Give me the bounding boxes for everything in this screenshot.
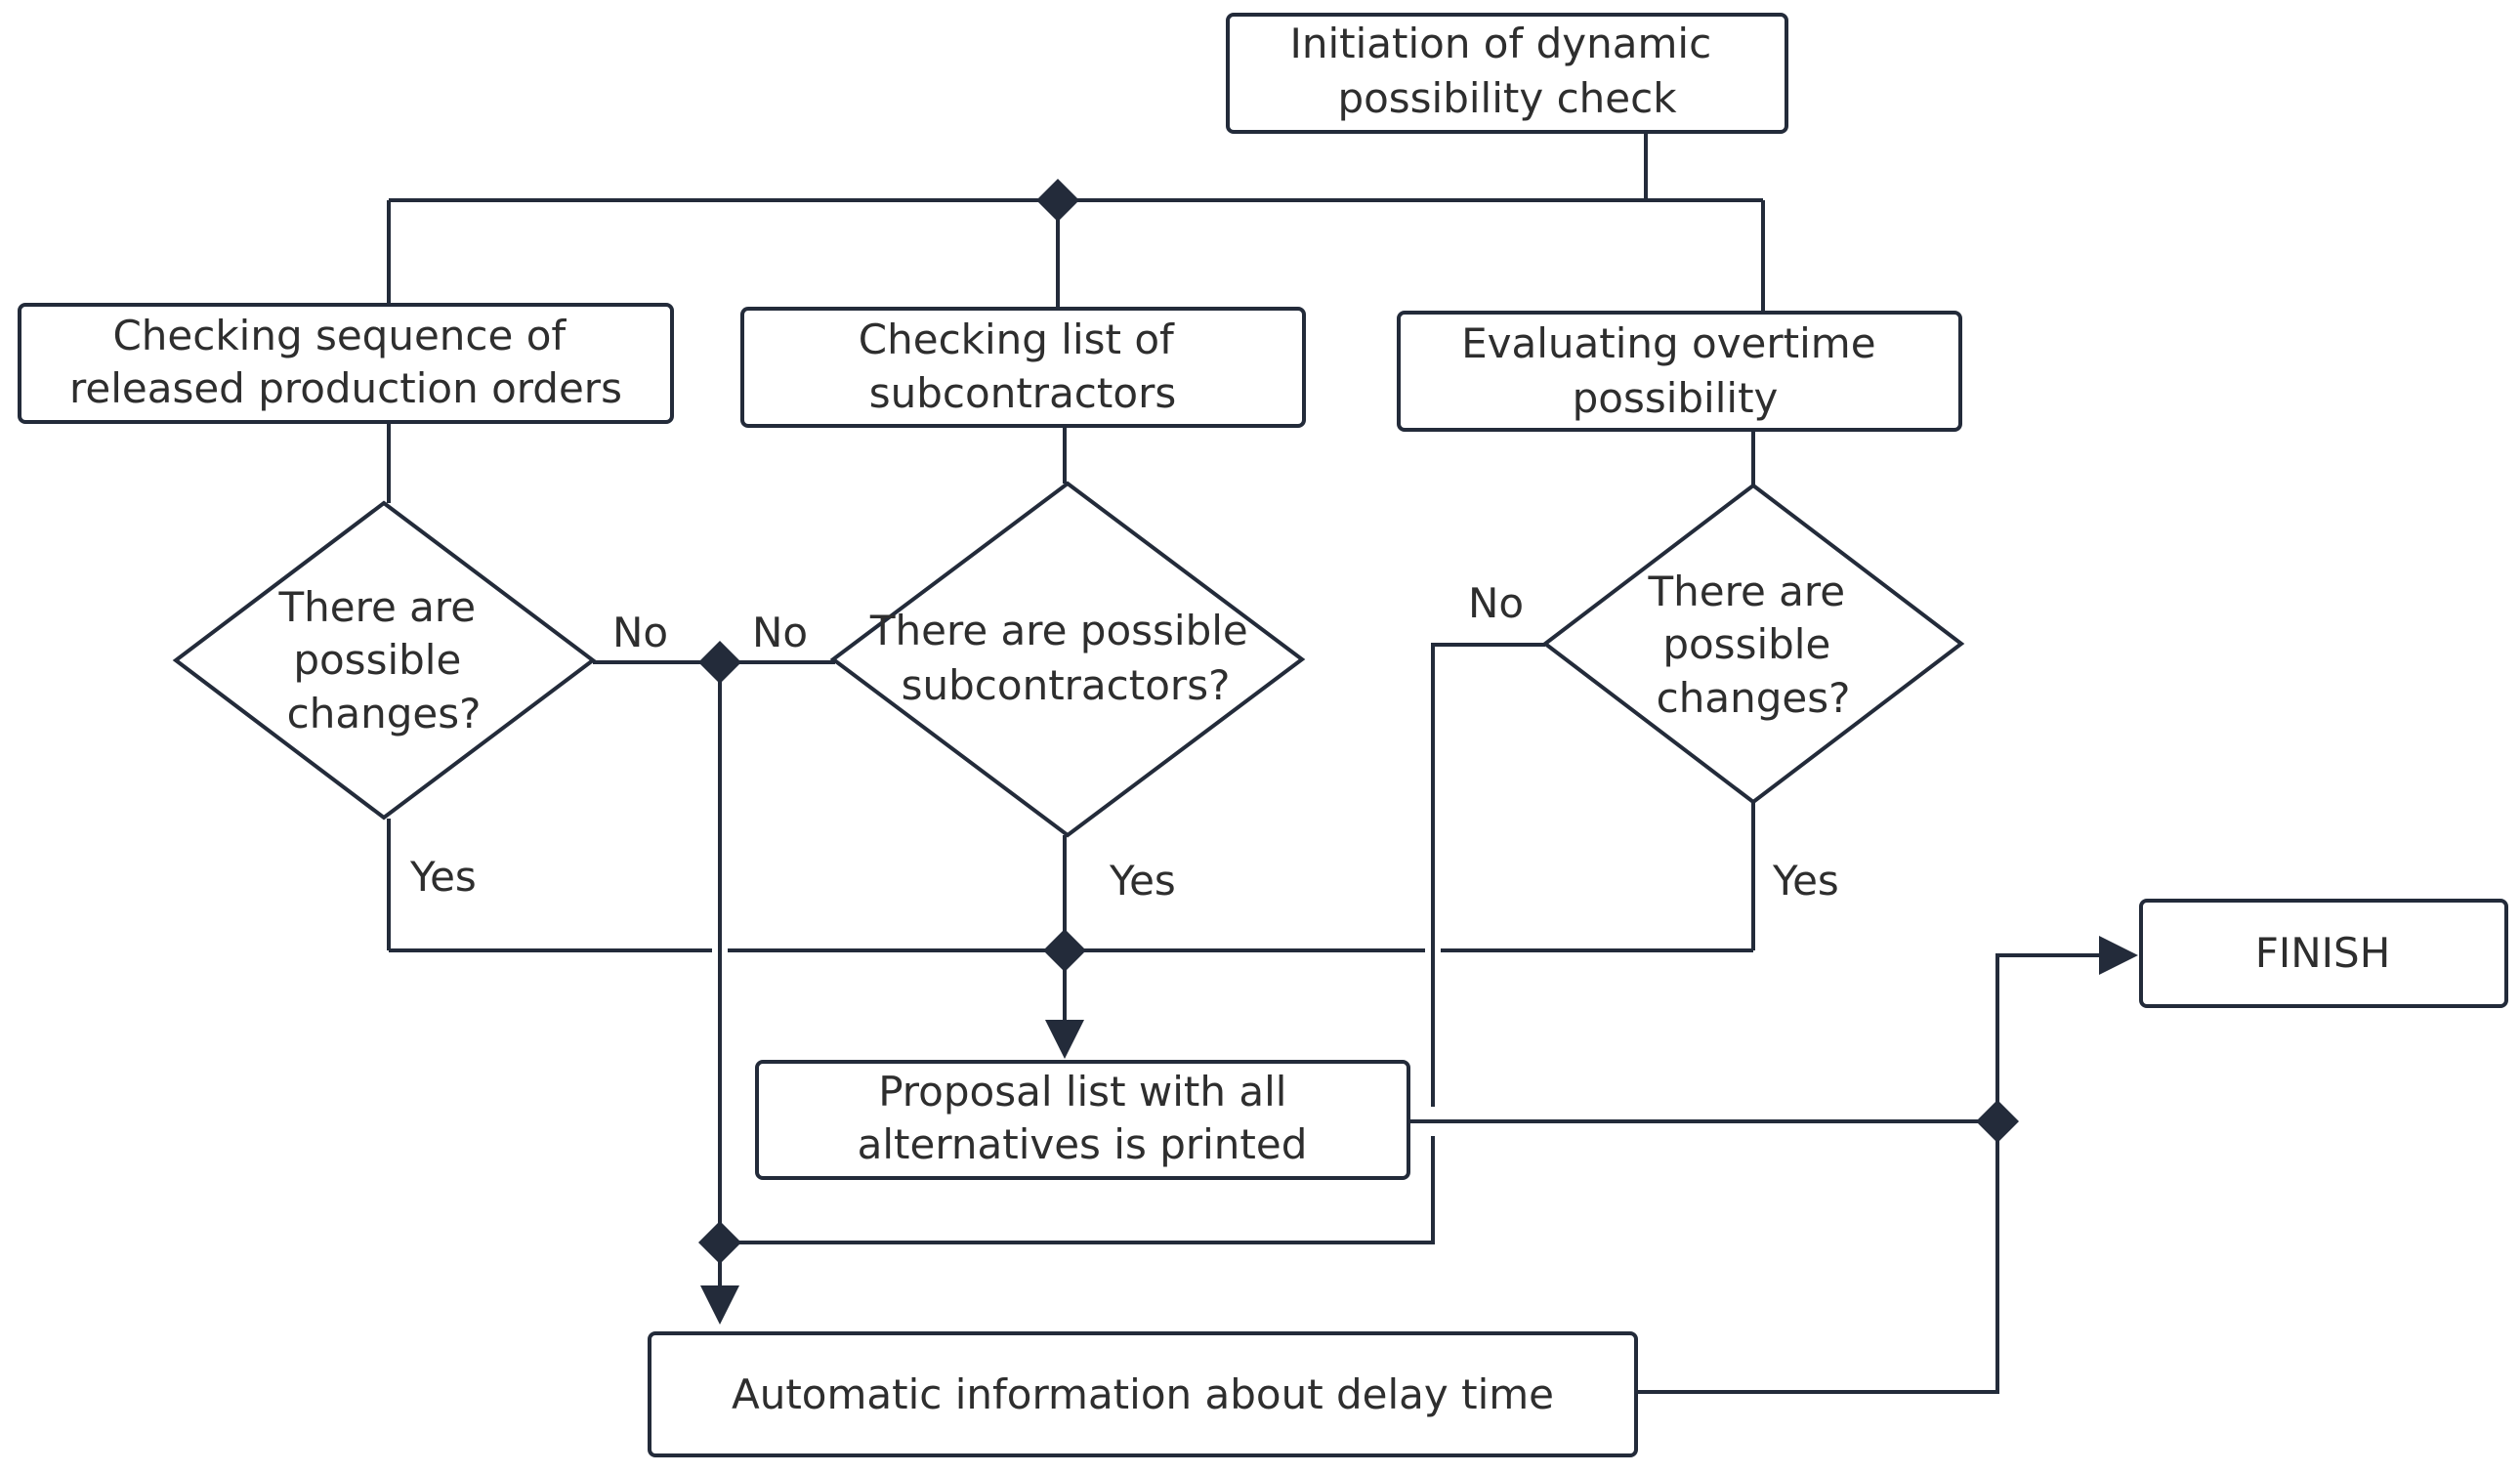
- delay-info-box: [648, 1331, 1638, 1457]
- svg-text:FINISH: FINISH: [2255, 929, 2391, 977]
- finish-box: [2139, 899, 2508, 1008]
- edge-label-left-yes: Yes: [409, 853, 477, 901]
- decision-changes-right-label-line: There are: [1648, 568, 1846, 615]
- svg-text:There are possible subco: There are possible subcontractors?: [869, 607, 1261, 709]
- connector-delay-to-finish-merge: [1636, 936, 2138, 1394]
- finish-label: FINISH: [2255, 929, 2391, 977]
- decision-changes-left-label-line: There are: [278, 583, 477, 631]
- node-finish: FINISH: [2139, 899, 2508, 1008]
- edge-label-left-no: No: [612, 609, 668, 656]
- edge-label-mid-yes: Yes: [1109, 857, 1176, 905]
- decision-changes-right: There are possible changes?: [1541, 483, 1965, 805]
- svg-text:There are possible: There are possible changes?: [1648, 568, 1859, 722]
- proposal-list-box: [755, 1060, 1410, 1180]
- start-label-line: possibility check: [1337, 74, 1677, 122]
- proposal-list-label-line: alternatives is printed: [858, 1120, 1308, 1168]
- svg-text:Automatic information about de: Automatic information about delay time: [732, 1370, 1554, 1418]
- junction-yes-merge: [1043, 929, 1086, 972]
- svg-text:Evaluating overtime poss: Evaluating overtime possibility: [1461, 319, 1889, 422]
- decision-subcontractors-shape: [829, 481, 1306, 838]
- decision-changes-left-label-line: possible: [293, 636, 461, 684]
- decision-changes-right-label-line: changes?: [1657, 674, 1851, 722]
- svg-text:Checking sequence of rel: Checking sequence of released production…: [69, 312, 622, 412]
- evaluate-overtime-box: [1397, 311, 1962, 432]
- decision-changes-left-label-line: changes?: [287, 690, 482, 737]
- evaluate-overtime-label-line: possibility: [1573, 374, 1779, 422]
- check-subcontractors-label-line: Checking list of: [859, 316, 1175, 363]
- node-evaluate-overtime: Evaluating overtime possibility: [1397, 311, 1962, 432]
- junction-top: [1036, 179, 1079, 222]
- crossing-redraw: [718, 933, 1450, 1123]
- junction-finish-merge: [1976, 1100, 2019, 1143]
- edge-label-right-yes: Yes: [1772, 857, 1839, 905]
- node-proposal-list: Proposal list with all alternatives is p…: [755, 1060, 1410, 1180]
- check-subcontractors-label-line: subcontractors: [869, 369, 1176, 417]
- edge-label-right-no: No: [1468, 579, 1524, 627]
- connectors: [387, 132, 2138, 1394]
- check-sequence-label-line: Checking sequence of: [112, 312, 567, 359]
- junctions: [698, 179, 2019, 1264]
- decision-subcontractors: There are possible subcontractors?: [829, 481, 1306, 838]
- node-start: Initiation of dynamic possibility check: [1226, 13, 1788, 134]
- delay-info-label: Automatic information about delay time: [732, 1370, 1554, 1418]
- decision-changes-right-shape: [1541, 483, 1965, 805]
- evaluate-overtime-label-line: Evaluating overtime: [1461, 319, 1875, 367]
- decision-changes-left-shape: [172, 500, 597, 821]
- decision-subcontractors-label-line: subcontractors?: [902, 661, 1231, 709]
- check-subcontractors-box: [740, 307, 1306, 428]
- decision-changes-left: There are possible changes?: [172, 500, 597, 821]
- check-sequence-label-line: released production orders: [69, 364, 622, 412]
- edge-label-mid-no: No: [752, 609, 808, 656]
- proposal-list-label-line: Proposal list with all: [878, 1068, 1286, 1116]
- edge-labels: No No No Yes Yes Yes: [409, 579, 1839, 905]
- junction-delay-merge: [698, 1221, 741, 1264]
- svg-text:There are possible: There are possible changes?: [278, 583, 489, 737]
- svg-text:Checking list of subcont: Checking list of subcontractors: [859, 316, 1187, 417]
- start-box: [1226, 13, 1788, 134]
- node-check-subcontractors: Checking list of subcontractors: [740, 307, 1306, 428]
- svg-text:Proposal list with all a: Proposal list with all alternatives is p…: [858, 1068, 1308, 1168]
- check-sequence-box: [18, 303, 674, 424]
- decision-subcontractors-label-line: There are possible: [869, 607, 1248, 654]
- node-check-sequence: Checking sequence of released production…: [18, 303, 674, 424]
- decision-changes-right-label-line: possible: [1662, 620, 1830, 668]
- start-label-line: Initiation of dynamic: [1289, 20, 1711, 67]
- junction-no-merge: [698, 641, 741, 684]
- node-delay-info: Automatic information about delay time: [648, 1331, 1638, 1457]
- svg-text:Initiation of dynamic po: Initiation of dynamic possibility check: [1289, 20, 1724, 122]
